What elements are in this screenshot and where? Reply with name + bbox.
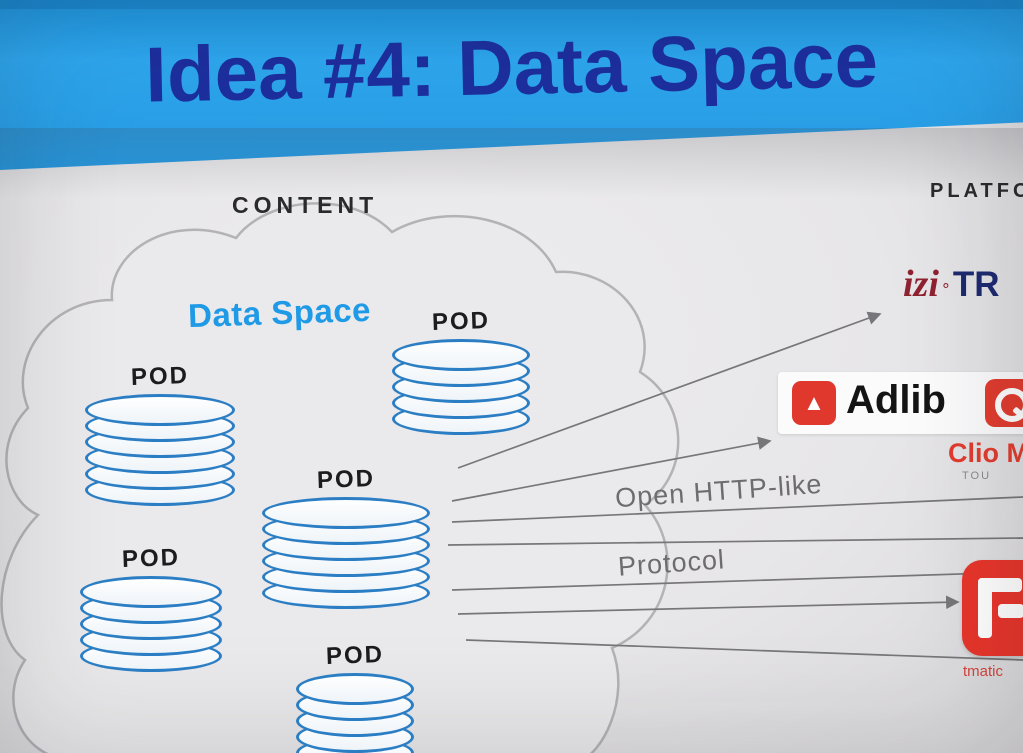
clio-ring-shape [995, 388, 1023, 422]
pod-label: POD [121, 543, 181, 574]
protocol-label-line2: Protocol [617, 544, 726, 582]
tmatic-icon [962, 560, 1023, 656]
tmatic-icon-shape [998, 604, 1023, 618]
data-space-label: Data Space [187, 290, 372, 335]
izi-logo-text: izi [903, 263, 939, 305]
platforms-heading: PLATFO [930, 180, 1023, 202]
title-banner: Idea #4: Data Space [0, 0, 1023, 170]
adlib-logo-text: Adlib [846, 378, 946, 422]
tmatic-icon-shape [978, 578, 992, 638]
pod-top-middle: POD [392, 306, 530, 435]
izi-logo-suffix: TR [952, 265, 1000, 304]
pod-bottom: POD [296, 640, 414, 753]
pod-label: POD [316, 464, 376, 495]
adlib-logo-card: ▲ Adlib [778, 372, 1023, 434]
pod-cylinder-icon [296, 673, 414, 753]
pod-lower-left: POD [80, 543, 222, 672]
pod-cylinder-icon [80, 576, 222, 672]
adlib-icon: ▲ [792, 381, 836, 425]
pod-label: POD [431, 306, 491, 337]
slide-title: Idea #4: Data Space [144, 15, 879, 119]
pod-label: POD [130, 361, 190, 392]
izi-logo-dot: ∘ [940, 277, 951, 294]
clio-muse-logo-text: Clio M [948, 438, 1023, 468]
protocol-label-line1: Open HTTP-like [614, 468, 824, 514]
tmatic-logo-text: tmatic [963, 663, 1004, 680]
pod-cylinder-icon [392, 339, 530, 435]
pod-label: POD [325, 640, 385, 671]
pod-upper-left: POD [85, 361, 235, 506]
clio-muse-subtext: TOU [962, 470, 992, 482]
pod-center: POD [262, 464, 430, 609]
content-cloud-label: CONTENT [232, 192, 379, 218]
pod-cylinder-icon [262, 497, 430, 609]
pod-cylinder-icon [85, 394, 235, 506]
banner-top-strip [0, 0, 1023, 9]
clio-muse-icon [985, 379, 1023, 427]
izi-travel-logo: izi∘TR [903, 262, 1000, 306]
adlib-icon-glyph: ▲ [803, 390, 825, 415]
